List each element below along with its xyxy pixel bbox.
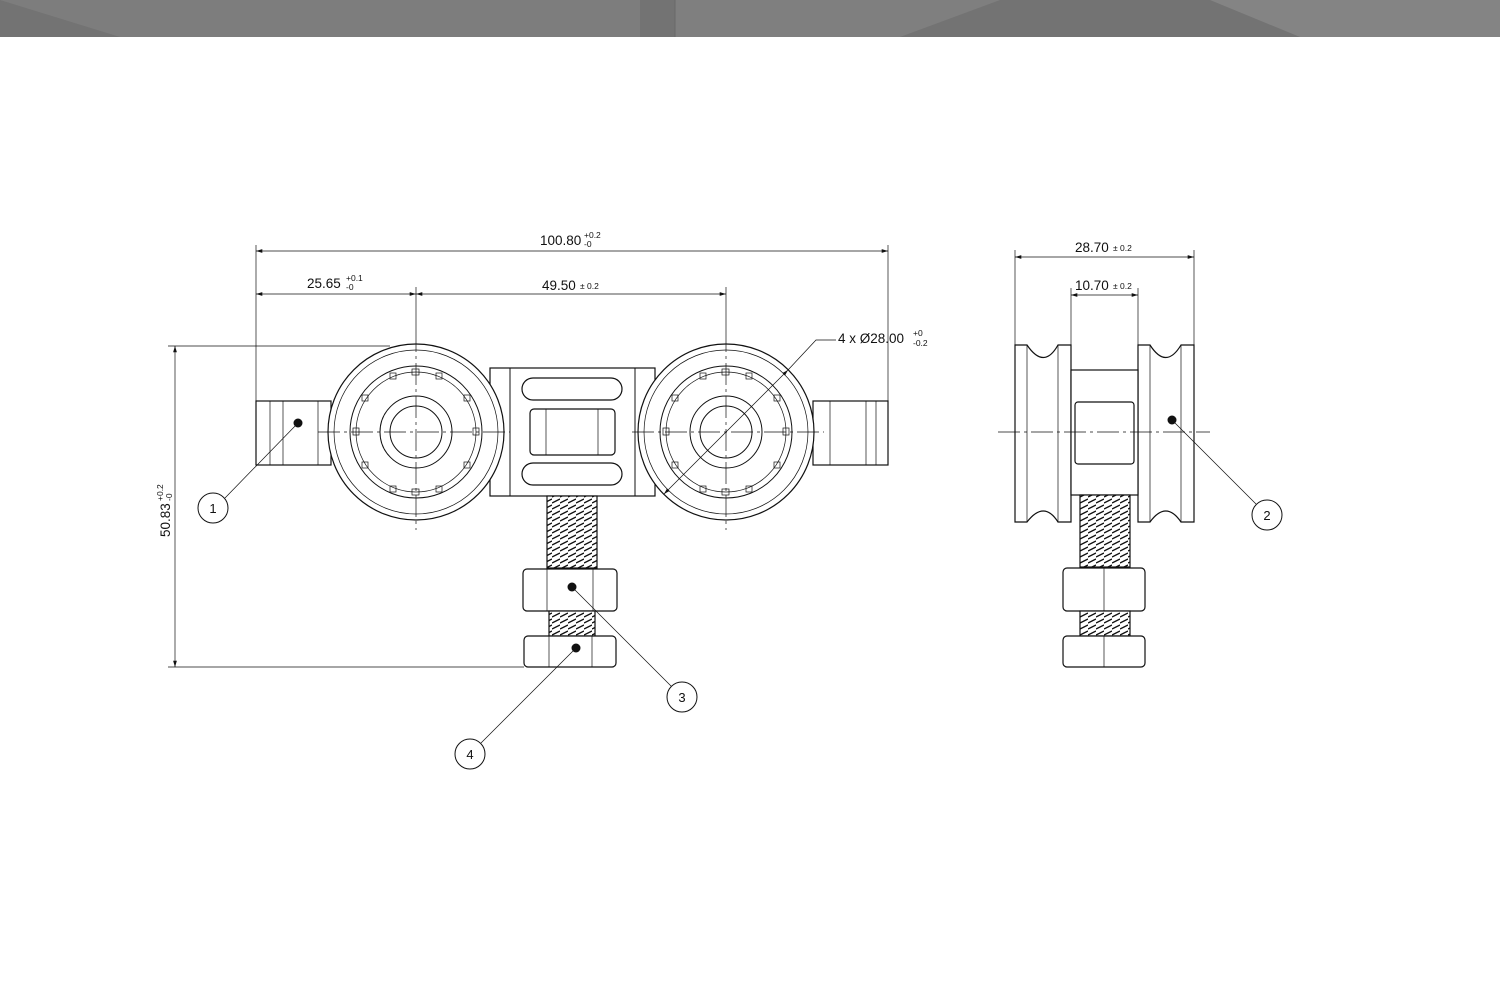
tol-lower: -0: [164, 493, 174, 501]
tol-upper: +0.1: [346, 273, 363, 283]
balloon-label: 1: [209, 501, 216, 516]
dim-overall-width: 28.70: [1075, 240, 1109, 255]
dimension-lines: [168, 245, 1195, 668]
balloon-label: 2: [1263, 508, 1270, 523]
left-end-tab: [255, 400, 332, 466]
balloon-3: 3: [567, 582, 698, 713]
tol-upper: +0.2: [584, 230, 601, 240]
dim-edge-to-axle: 25.65: [307, 276, 341, 291]
part-balloons: 1 2 3 4: [197, 415, 1283, 770]
balloon-4: 4: [454, 643, 581, 770]
dim-line-wheel-diameter: [663, 369, 789, 495]
tol-symmetric: ± 0.2: [1113, 281, 1132, 291]
right-end-tab: [812, 400, 889, 466]
banner-facet: [675, 0, 1000, 37]
balloon-label: 3: [678, 690, 685, 705]
carriage-body: [489, 367, 656, 497]
banner-facet: [1210, 0, 1500, 37]
dim-wheel-diameter: 4 x Ø28.00: [838, 331, 904, 346]
tol-symmetric: ± 0.2: [580, 281, 599, 291]
tol-symmetric: ± 0.2: [1113, 243, 1132, 253]
bolt-assembly: [522, 495, 618, 668]
dim-body-width: 10.70: [1075, 278, 1109, 293]
dim-overall-height-group: 50.83 +0.2 -0: [155, 484, 174, 537]
tol-upper: +0: [913, 328, 923, 338]
balloon-label: 4: [466, 747, 473, 762]
tol-upper: +0.2: [155, 484, 165, 501]
dim-overall-length: 100.80: [540, 233, 581, 248]
header-banner: [0, 0, 1500, 37]
tol-lower: -0: [346, 282, 354, 292]
balloon-1: 1: [197, 418, 303, 524]
dim-overall-height: 50.83: [158, 503, 173, 537]
balloon-2: 2: [1167, 415, 1283, 531]
side-view: [998, 344, 1210, 668]
front-view: [255, 330, 889, 668]
tol-lower: -0: [584, 239, 592, 249]
dim-axle-pitch: 49.50: [542, 278, 576, 293]
dimension-labels: 100.80 +0.2 -0 25.65 +0.1 -0 49.50 ± 0.2…: [155, 230, 1132, 537]
banner-facet: [0, 0, 640, 37]
tol-lower: -0.2: [913, 338, 928, 348]
